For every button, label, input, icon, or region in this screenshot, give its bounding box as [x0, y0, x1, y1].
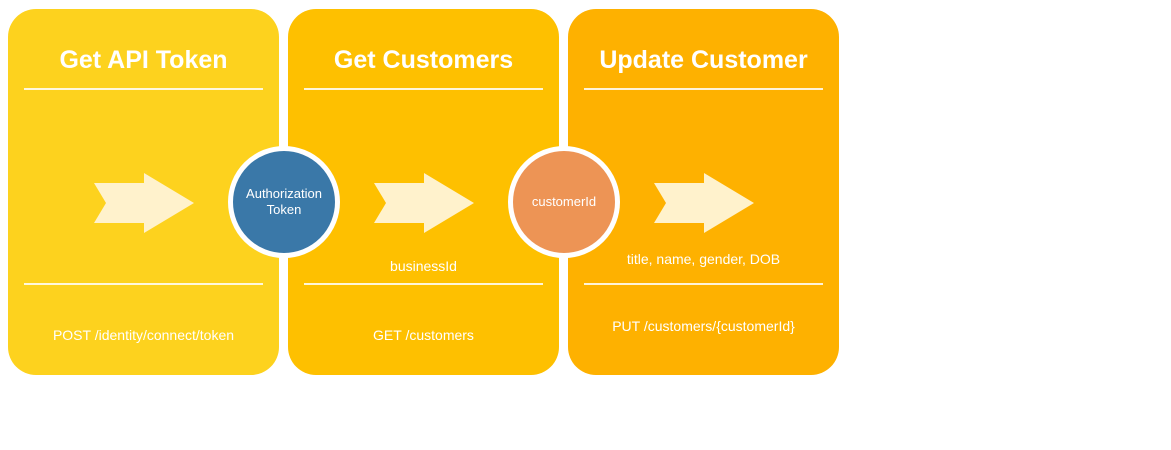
- divider: [584, 88, 823, 90]
- node-label-line1: customerId: [531, 194, 597, 209]
- node-label: customerId: [532, 194, 596, 210]
- arrow-right-icon: [654, 173, 754, 233]
- endpoint-label: GET /customers: [373, 327, 474, 343]
- step-title: Get Customers: [333, 46, 514, 74]
- endpoint-label: PUT /customers/{customerId}: [612, 318, 795, 334]
- output-note: businessId: [390, 258, 457, 274]
- step-panel-update-customer: Update Customer title, name, gender, DOB…: [568, 9, 839, 375]
- divider: [24, 88, 263, 90]
- arrow-right-icon: [374, 173, 474, 233]
- divider: [584, 283, 823, 285]
- divider: [304, 88, 543, 90]
- step-title: Update Customer: [599, 46, 808, 74]
- endpoint-label: POST /identity/connect/token: [52, 327, 235, 343]
- step-title: Get API Token: [59, 46, 228, 74]
- node-label-line2: Token: [266, 202, 302, 217]
- arrow-right-icon: [94, 173, 194, 233]
- authorization-token-node: Authorization Token: [228, 146, 340, 258]
- node-label: Authorization Token: [246, 186, 322, 218]
- customer-id-node: customerId: [508, 146, 620, 258]
- node-label-line1: Authorization: [246, 186, 322, 201]
- divider: [24, 283, 263, 285]
- output-note: title, name, gender, DOB: [626, 251, 781, 267]
- divider: [304, 283, 543, 285]
